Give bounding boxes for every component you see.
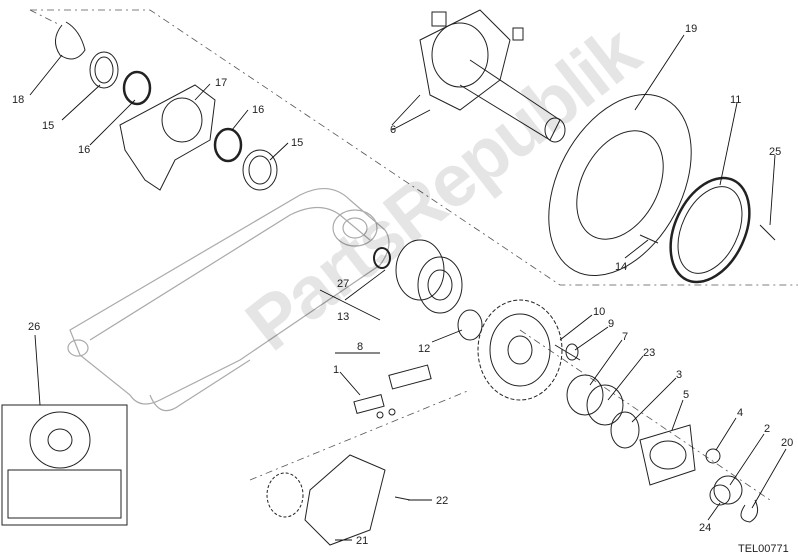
part-24-nut — [709, 484, 731, 506]
callout-26: 26 — [28, 321, 40, 333]
callout-16-b: 16 — [252, 104, 264, 116]
callout-16: 16 — [78, 144, 90, 156]
part-6-hub — [419, 9, 566, 143]
callout-24: 24 — [699, 522, 711, 534]
callout-12: 12 — [418, 343, 430, 355]
part-22-screw — [394, 496, 411, 501]
callout-20: 20 — [781, 437, 793, 449]
part-2-washer — [713, 475, 743, 505]
part-26-inset — [1, 404, 128, 526]
part-9-washer — [565, 343, 579, 361]
callout-11: 11 — [730, 94, 741, 106]
part-11-abs-ring — [669, 176, 751, 284]
part-17-bracket — [119, 84, 216, 191]
sprocket-carrier — [395, 239, 463, 314]
callout-6: 6 — [390, 124, 396, 136]
assembly-axis-chain — [249, 389, 471, 481]
callout-15: 15 — [42, 120, 54, 132]
callout-14: 14 — [615, 261, 627, 273]
part-16-oring — [122, 70, 152, 106]
part-18-circlip — [55, 21, 86, 60]
part-14-bolt — [639, 234, 659, 244]
part-16-oring-2 — [213, 127, 243, 163]
part-25-bolt — [759, 224, 776, 241]
drawing-code: TEL00771 — [738, 543, 789, 555]
callout-19: 19 — [685, 23, 697, 35]
part-23-bearing — [586, 384, 624, 426]
callout-21: 21 — [356, 535, 368, 547]
callout-leaders — [29, 34, 787, 541]
part-15-ring-2 — [242, 149, 278, 191]
callout-13: 13 — [337, 311, 349, 323]
callout-3: 3 — [676, 369, 682, 381]
assembly-axis-upper — [30, 9, 798, 286]
callout-25: 25 — [769, 146, 781, 158]
part-8-chain-link — [353, 364, 432, 419]
assembly-axis-lower — [29, 9, 61, 26]
callout-1: 1 — [333, 364, 339, 376]
callout-18: 18 — [12, 94, 24, 106]
callout-7: 7 — [622, 331, 628, 343]
callout-8: 8 — [357, 341, 363, 353]
callout-10: 10 — [593, 306, 605, 318]
callout-15-b: 15 — [291, 137, 303, 149]
part-12-spacer — [457, 309, 483, 341]
callout-9: 9 — [608, 318, 614, 330]
rear-sprocket — [477, 299, 563, 401]
part-5-flange — [639, 424, 696, 486]
part-3-seal — [610, 411, 640, 449]
callout-22: 22 — [436, 495, 448, 507]
callout-5: 5 — [683, 389, 689, 401]
part-27-oring — [373, 247, 391, 269]
callout-17: 17 — [215, 77, 227, 89]
part-15-ring — [89, 51, 119, 89]
part-21-sprocket-cover — [266, 454, 386, 546]
callout-23: 23 — [643, 347, 655, 359]
callout-2: 2 — [764, 423, 770, 435]
callout-27: 27 — [337, 278, 349, 290]
callout-4: 4 — [737, 407, 743, 419]
part-19-brake-disc — [548, 94, 692, 276]
part-7-bearing — [566, 374, 604, 416]
part-20-clip — [740, 499, 759, 523]
part-4-nut — [705, 448, 721, 464]
